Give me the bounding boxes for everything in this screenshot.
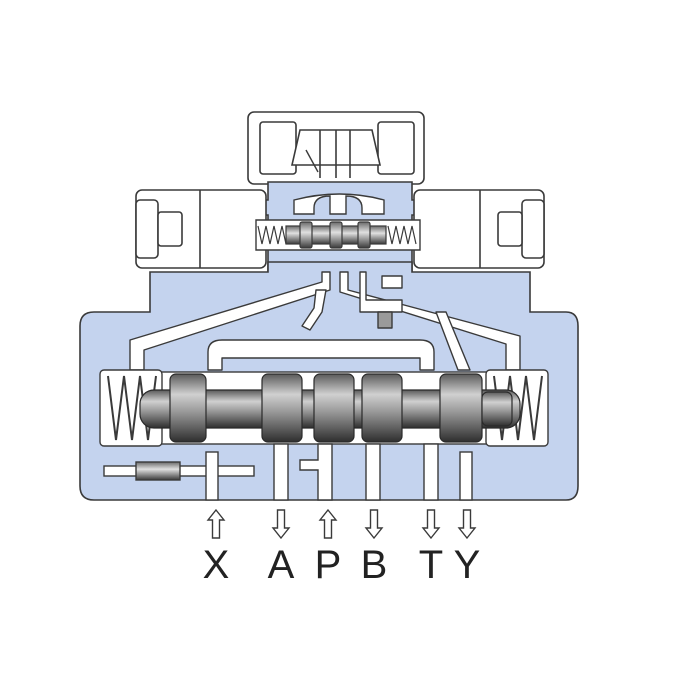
main-spring-right (493, 375, 543, 441)
connector-housing (247, 111, 425, 185)
port-channels (103, 443, 473, 501)
port-arrow-y (457, 509, 477, 540)
main-spool (139, 373, 521, 443)
port-label-a: A (268, 543, 295, 587)
solenoid-right (413, 189, 545, 269)
pilot-spool (285, 221, 387, 249)
solenoid-left (135, 189, 267, 269)
pilot-spring-left (257, 225, 287, 245)
pilot-spring-right (387, 225, 417, 245)
port-arrows (206, 508, 477, 540)
port-arrow-a (271, 509, 291, 540)
port-label-y: Y (454, 543, 481, 587)
port-arrow-x (206, 508, 226, 539)
port-arrow-b (364, 509, 384, 540)
port-label-b: B (361, 543, 388, 587)
port-arrow-p (318, 508, 338, 539)
main-spring-left (107, 375, 157, 441)
port-arrow-t (421, 509, 441, 540)
port-labels: X A P B T Y (203, 543, 481, 587)
port-label-t: T (419, 543, 443, 587)
port-label-p: P (315, 543, 342, 587)
port-label-x: X (203, 543, 230, 587)
